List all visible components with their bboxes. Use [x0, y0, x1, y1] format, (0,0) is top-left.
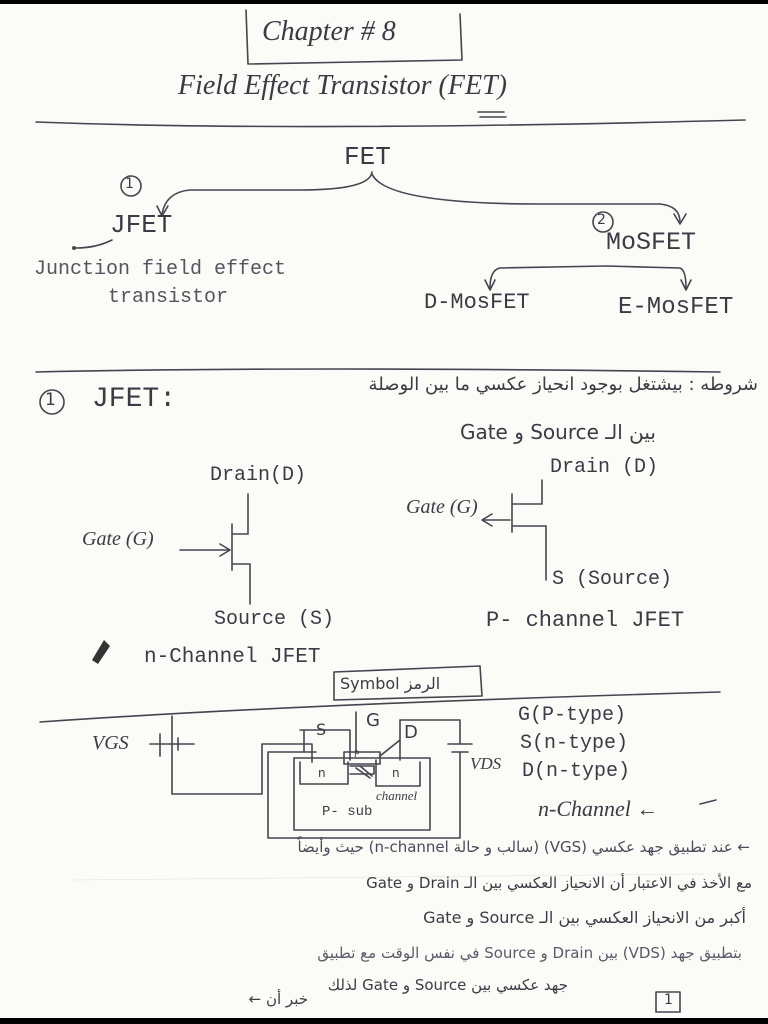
- n-channel-caption: n-Channel JFET: [144, 646, 321, 669]
- symbol-box-label: Symbol الرمز: [340, 674, 441, 693]
- n-source-label: Source (S): [214, 608, 335, 631]
- p-channel-jfet-symbol: [511, 479, 547, 581]
- p-substrate: [293, 757, 431, 831]
- tree-root-fet: FET: [344, 142, 391, 172]
- tree-jfet: JFET: [110, 210, 173, 240]
- n-channel-jfet-symbol: [231, 493, 251, 605]
- section-num-1: 1: [45, 390, 56, 410]
- struct-psub: P- sub: [322, 804, 373, 820]
- type-drain: D(n-type): [522, 760, 631, 783]
- struct-n-right: n: [392, 766, 400, 780]
- struct-d: D: [404, 722, 418, 743]
- chapter-title: Chapter # 8: [262, 16, 396, 47]
- divider: [35, 119, 746, 128]
- note-line5: جهد عكسي بين Source و Gate لذلك: [327, 976, 568, 994]
- branch-arrow-emosfet: [605, 265, 687, 289]
- section-heading-jfet: JFET:: [92, 384, 177, 415]
- note-line4: بتطبيق جهد (VDS) بين Drain و Source في ن…: [317, 944, 742, 962]
- branch-arrow-jfet: [161, 171, 373, 215]
- struct-channel: channel: [376, 788, 418, 803]
- n-drain-label: Drain(D): [210, 464, 307, 487]
- branch-arrow-mosfet: [371, 173, 681, 223]
- p-source-label: S (Source): [552, 568, 673, 591]
- vds-label: VDS: [470, 754, 502, 773]
- vgs-label: VGS: [92, 732, 129, 754]
- type-source: S(n-type): [520, 732, 629, 755]
- struct-p-top: P: [354, 750, 360, 760]
- n-gate-label: Gate (G): [82, 528, 154, 550]
- p-gate-label: Gate (G): [406, 496, 478, 518]
- type-gate: G(P-type): [518, 704, 627, 727]
- tree-d-mosfet: D-MosFET: [424, 290, 530, 315]
- tree-mosfet: MoSFET: [606, 228, 697, 257]
- branch-arrow-dmosfet: [489, 265, 607, 289]
- symbol-box: [333, 665, 483, 701]
- page-title: Field Effect Transistor (FET): [178, 70, 507, 101]
- p-drain-label: Drain (D): [550, 456, 659, 479]
- p-channel-caption: P- channel JFET: [486, 608, 685, 633]
- jfet-condition-line1: شروطه : بيشتغل بوجود انحياز عكسي ما بين …: [368, 374, 758, 395]
- struct-g: G: [366, 710, 380, 731]
- page-number: 1: [664, 992, 673, 1008]
- n-channel-note: n-Channel ←: [538, 796, 659, 821]
- hand-drawn-lines: [35, 9, 746, 1013]
- jfet-full-name-line1: Junction field effect: [34, 258, 287, 281]
- note-line2: مع الأخذ في الاعتبار أن الانحياز العكسي …: [366, 874, 752, 892]
- tree-num-1: 1: [125, 176, 134, 192]
- jfet-full-name-line2: transistor: [108, 286, 229, 309]
- tree-num-2: 2: [597, 212, 606, 228]
- notebook-page: Chapter # 8 Field Effect Transistor (FET…: [0, 4, 768, 1018]
- chapter-box: [245, 9, 463, 65]
- jfet-condition-line2: بين الـ Source و Gate: [459, 420, 656, 444]
- note-line6: خبر أن ←: [248, 990, 308, 1008]
- struct-n-left: n: [318, 766, 326, 780]
- note-line3: أكبر من الانحياز العكسي بين الـ Source و…: [423, 908, 746, 927]
- struct-s: S: [316, 720, 327, 739]
- tree-e-mosfet: E-MosFET: [618, 294, 734, 321]
- note-line1: ← عند تطبيق جهد عكسي (VGS) (سالب و حالة …: [297, 838, 750, 856]
